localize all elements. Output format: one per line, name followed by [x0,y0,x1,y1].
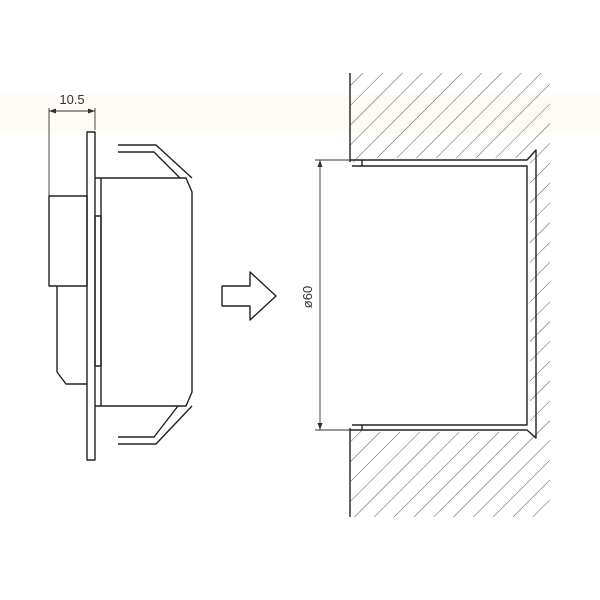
plate-slot [94,215,102,367]
front-lens [48,195,88,287]
box-inner [352,165,528,426]
right-arrow-icon [221,271,277,321]
front-plate [86,131,96,461]
upper-spring-clip-inner [118,151,181,179]
thickness-dimension: 10.5 [48,92,96,196]
lower-protrusion [56,286,87,385]
diameter-dimension: ø60 [300,159,350,431]
box-outer [350,149,537,439]
wall-hatch [350,73,550,517]
lower-spring-clip [118,405,193,445]
cavity [352,164,528,426]
dimension-arrow-right [88,108,95,114]
upper-spring-clip [118,144,193,179]
rear-housing [95,177,193,407]
wall-cutout-section: ø60 [300,73,550,517]
diameter-label: ø60 [300,286,315,308]
device-side-view: 10.5 [48,92,193,461]
diameter-arrow-top [317,160,323,167]
dimension-arrow-left [49,108,56,114]
diameter-arrow-bottom [317,423,323,430]
lower-spring-clip-inner [118,405,179,438]
thickness-label: 10.5 [59,92,84,107]
